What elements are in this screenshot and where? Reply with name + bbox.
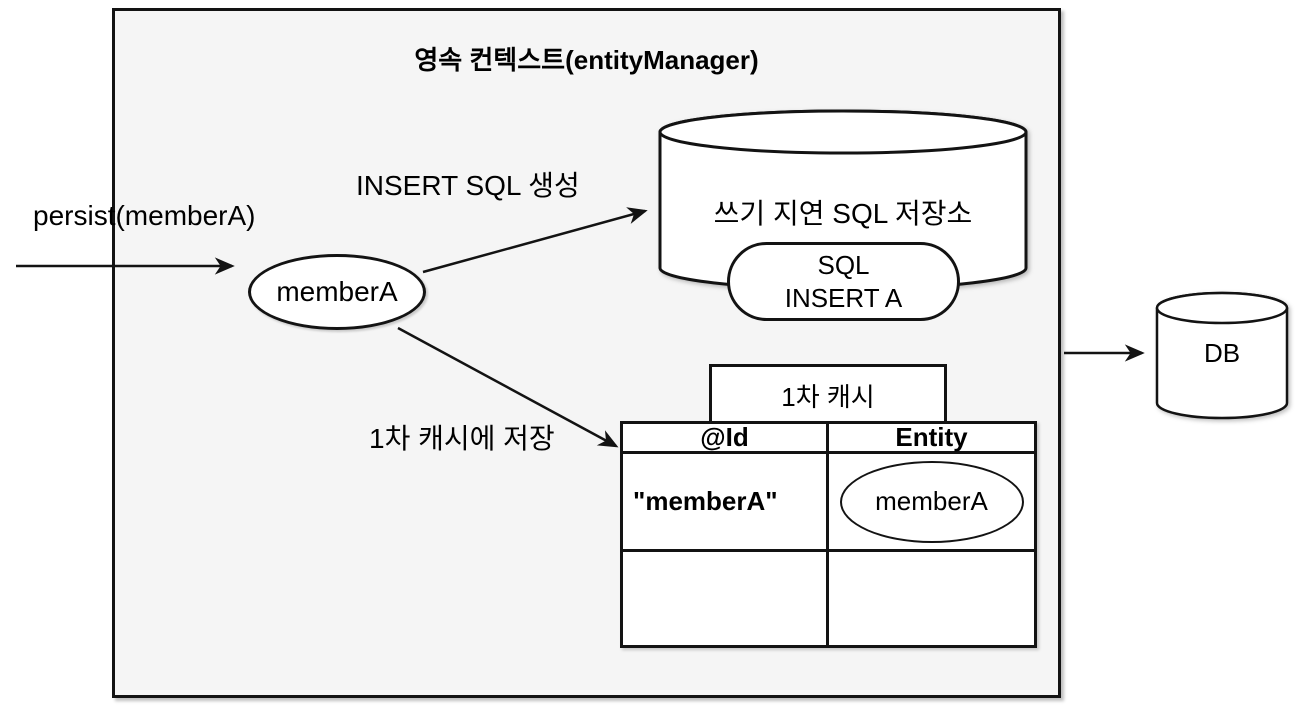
insert-sql-label: INSERT SQL 생성 xyxy=(356,170,580,201)
persist-call-label: persist(memberA) xyxy=(33,200,256,231)
db-cylinder-top xyxy=(1155,291,1289,325)
sql-insert-item: SQL INSERT A xyxy=(727,242,960,321)
persistence-context-title: 영속 컨텍스트(entityManager) xyxy=(414,45,759,75)
first-level-cache-table: @Id Entity "memberA" memberA xyxy=(620,421,1037,648)
cache-row2-id-cell xyxy=(623,552,829,645)
save-to-cache-label: 1차 캐시에 저장 xyxy=(369,423,555,454)
sql-insert-item-line1: SQL xyxy=(817,250,870,280)
cache-column-header-entity: Entity xyxy=(829,422,1034,454)
sql-store-title: 쓰기 지연 SQL 저장소 xyxy=(713,198,973,229)
member-entity-label: memberA xyxy=(276,276,398,307)
sql-insert-item-line2: INSERT A xyxy=(784,282,903,313)
member-entity-ellipse: memberA xyxy=(248,254,426,330)
first-level-cache-title-box: 1차 캐시 xyxy=(709,364,947,426)
cached-entity-ellipse: memberA xyxy=(839,460,1024,543)
cache-row1-id-cell: "memberA" xyxy=(623,454,829,552)
first-level-cache-title: 1차 캐시 xyxy=(781,381,875,412)
cached-entity-label: memberA xyxy=(875,486,988,516)
cache-row2-entity-cell xyxy=(829,552,1034,645)
cache-row1-entity-cell: memberA xyxy=(829,454,1034,552)
cache-column-header-id: @Id xyxy=(623,422,829,454)
db-label: DB xyxy=(1203,338,1241,368)
